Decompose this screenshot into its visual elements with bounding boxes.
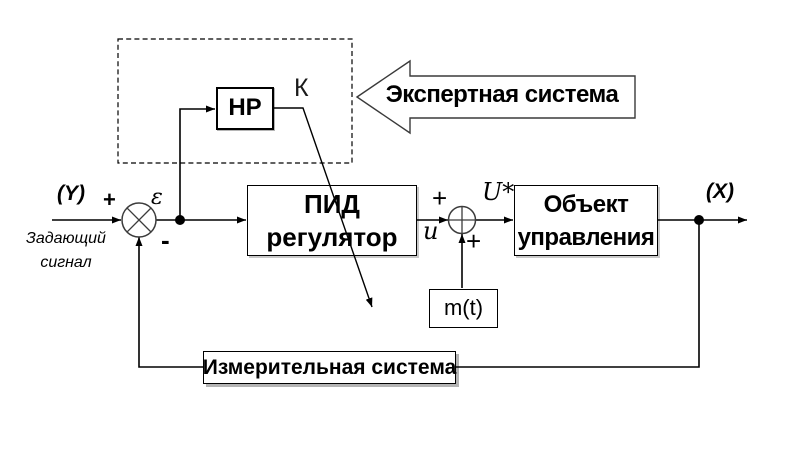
control-sum-signal-label: U* xyxy=(482,178,515,206)
sum2-plus-left-sign: + xyxy=(432,183,448,213)
pid-controller-block: ПИД регулятор xyxy=(247,185,417,256)
setpoint-caption: Задающий сигнал xyxy=(14,227,118,275)
neural-network-block: НР xyxy=(216,87,274,130)
sum2-plus-bottom-sign: + xyxy=(466,226,482,256)
error-branch-to-hp-line xyxy=(179,105,215,220)
sum1-plus-sign: + xyxy=(103,187,116,212)
sum1-minus-sign: - xyxy=(161,225,170,255)
gain-k-label: К xyxy=(294,74,309,102)
pid-label-line2: регулятор xyxy=(266,221,398,252)
control-signal-label: u xyxy=(423,217,439,245)
setpoint-caption-line2: сигнал xyxy=(40,254,92,271)
error-signal-label: ε xyxy=(151,185,163,210)
disturbance-block: m(t) xyxy=(429,289,498,328)
setpoint-caption-line1: Задающий xyxy=(26,230,106,247)
branch-dot-output xyxy=(694,215,704,225)
control-object-block: Объект управления xyxy=(514,185,658,256)
measurement-system-block: Измерительная система xyxy=(203,351,456,384)
plant-label-line2: управления xyxy=(517,223,655,251)
measurement-label: Измерительная система xyxy=(202,355,457,379)
setpoint-symbol-label: (Y) xyxy=(57,182,85,205)
output-symbol-label: (X) xyxy=(706,180,734,203)
pid-label-line1: ПИД xyxy=(304,188,360,219)
expert-system-label: Экспертная система xyxy=(385,81,619,108)
plant-label-line1: Объект xyxy=(543,190,629,218)
feedback-left-line xyxy=(135,237,203,368)
neural-network-label: НР xyxy=(228,94,262,122)
branch-dot-error xyxy=(175,215,185,225)
disturbance-label: m(t) xyxy=(443,295,484,321)
